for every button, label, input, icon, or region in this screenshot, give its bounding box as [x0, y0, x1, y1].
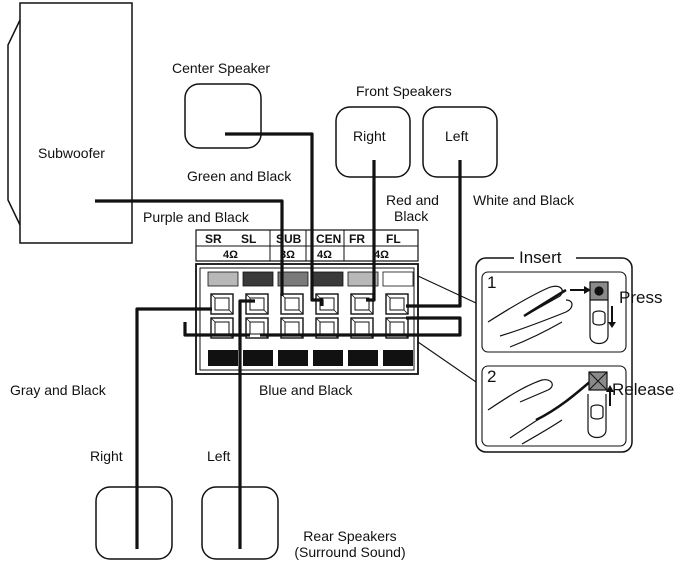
terminal-clip[interactable] [350, 317, 374, 339]
terminal-clip-bevel [385, 317, 391, 323]
terminal-swatch [242, 271, 274, 287]
rear-speakers-title: Rear Speakers [303, 528, 397, 544]
terminal-swatch [207, 271, 239, 287]
terminal-clip-bevel [385, 293, 391, 299]
terminal-clip-inner [214, 297, 230, 311]
terminal-clip-bevel [228, 309, 234, 315]
terminal-clip-bevel [333, 309, 339, 315]
red-wire-label-2: Black [394, 208, 429, 224]
step1-press-label: Press [619, 288, 663, 307]
center-speaker-box [184, 83, 262, 149]
terminal-swatch [312, 271, 344, 287]
center-speaker-label: Center Speaker [172, 60, 271, 76]
terminal-clip-bevel [210, 317, 216, 323]
terminal-clip-inner [249, 297, 265, 311]
terminal-clip-bevel [298, 309, 304, 315]
terminal-clip-bevel [210, 293, 216, 299]
terminal-channel-label: SUB [276, 232, 302, 246]
terminal-channel-label: CEN [316, 232, 342, 246]
purple-wire-label: Purple and Black [143, 209, 249, 225]
terminal-impedance-label: 3Ω [280, 249, 295, 261]
terminal-bottom-tab [278, 350, 308, 366]
rear-right-label: Right [90, 448, 123, 464]
red-wire-label-1: Red and [386, 192, 439, 208]
terminal-clips [210, 293, 409, 339]
terminal-clip-bevel [350, 293, 356, 299]
terminal-bottom-tab [208, 350, 238, 366]
terminal-clip[interactable] [245, 317, 269, 339]
terminal-channel-label: FR [349, 232, 365, 246]
subwoofer-label: Subwoofer [38, 145, 105, 161]
terminal-clip[interactable] [210, 317, 234, 339]
center-wire [225, 132, 324, 306]
terminal-clip-bevel [263, 309, 269, 315]
step2-illustration [487, 371, 614, 445]
rear-left-wire [238, 299, 255, 549]
front-left-wire [406, 160, 462, 308]
terminal-clip[interactable] [280, 317, 304, 339]
blue-wire-label: Blue and Black [259, 382, 353, 398]
terminal-label-strip [195, 229, 419, 262]
subwoofer-wire [95, 199, 284, 296]
rear-right-wire [135, 307, 212, 549]
terminal-swatch [347, 271, 379, 287]
terminal-clip-bevel [315, 317, 321, 323]
terminal-clip[interactable] [280, 293, 304, 315]
step2-release-label: Release [612, 380, 675, 399]
terminal-clip-bevel [403, 309, 409, 315]
front-left-label: Left [445, 128, 469, 144]
terminal-clip[interactable] [385, 293, 409, 315]
rear-right-speaker-box [95, 486, 173, 560]
wires [95, 132, 462, 549]
green-wire-label: Green and Black [187, 168, 292, 184]
step1-illustration [487, 281, 616, 348]
terminal-impedance-label: 4Ω [374, 249, 389, 261]
terminal-clip-bevel [280, 317, 286, 323]
terminal-channel-label: FL [386, 232, 401, 246]
terminal-clip[interactable] [385, 317, 409, 339]
terminal-clip-inner [249, 321, 265, 335]
front-right-label: Right [353, 128, 386, 144]
terminal-clip[interactable] [210, 293, 234, 315]
terminal-impedance-label: 4Ω [317, 249, 332, 261]
terminal-bottom-tab [243, 350, 273, 366]
rear-speakers-subtitle: (Surround Sound) [294, 544, 406, 560]
terminal-clip-inner [284, 297, 300, 311]
terminal-impedance-label: 4Ω [223, 249, 238, 261]
terminal-channel-label: SR [205, 232, 222, 246]
terminal-clip-bevel [368, 309, 374, 315]
front-right-wire [366, 160, 376, 302]
terminal-clip-bevel [245, 317, 251, 323]
terminal-bottom-tabs [208, 350, 413, 366]
terminal-channel-label: SL [241, 232, 257, 246]
gray-wire-label: Gray and Black [10, 382, 106, 398]
terminal-clip-bevel [245, 293, 251, 299]
return-wire-right [260, 316, 462, 337]
terminal-bottom-tab [383, 350, 413, 366]
subwoofer-box [7, 2, 133, 244]
return-wire-left [183, 322, 250, 337]
inset-pointer [417, 275, 477, 383]
terminal-clip-bevel [350, 317, 356, 323]
terminal-clip-inner [354, 297, 370, 311]
terminal-clip[interactable] [315, 317, 339, 339]
terminal-swatch [382, 271, 414, 287]
rear-left-label: Left [207, 448, 231, 464]
terminal-bottom-tab [313, 350, 343, 366]
insert-title: Insert [519, 248, 562, 267]
step2-number: 2 [487, 367, 497, 386]
terminal-clip-inner [389, 297, 405, 311]
front-speakers-label: Front Speakers [356, 83, 452, 99]
terminal-clip-bevel [315, 293, 321, 299]
insert-detail-box [475, 250, 633, 453]
terminal-clip-inner [319, 297, 335, 311]
terminal-swatch [277, 271, 309, 287]
step1-number: 1 [487, 273, 497, 292]
terminal-bottom-tab [348, 350, 378, 366]
terminal-color-swatches [207, 271, 414, 287]
terminal-clip[interactable] [245, 293, 269, 315]
white-wire-label: White and Black [473, 192, 575, 208]
